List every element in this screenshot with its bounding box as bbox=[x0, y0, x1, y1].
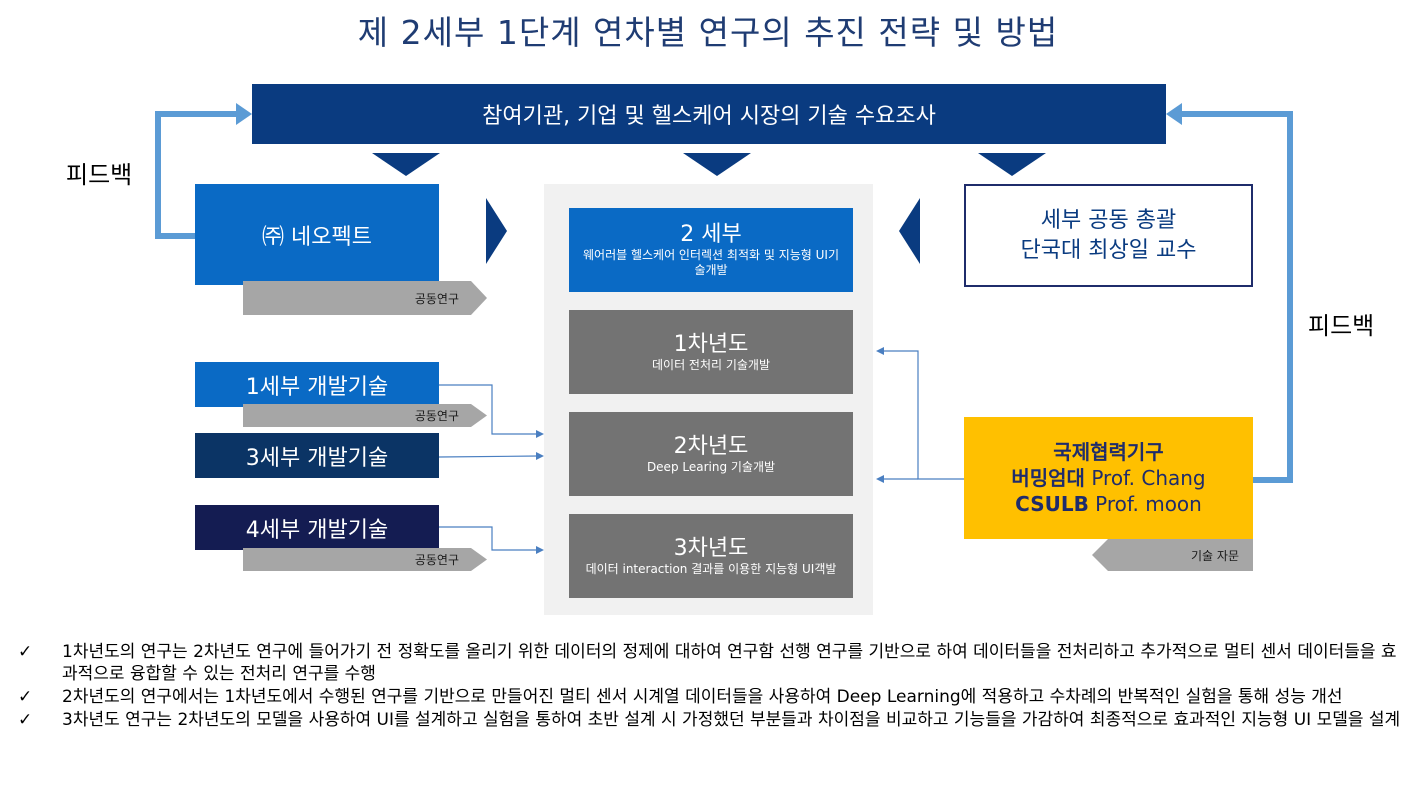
feedback-left-arrowhead bbox=[236, 103, 252, 125]
dev1-label: 1세부 개발기술 bbox=[245, 374, 389, 400]
connector-intl bbox=[883, 350, 964, 480]
note-item: ✓ 1차년도의 연구는 2차년도 연구에 들어가기 전 정확도를 올리기 위한 … bbox=[18, 641, 1408, 685]
intl-line2-rest: Prof. Chang bbox=[1084, 466, 1206, 490]
connector-dev3 bbox=[438, 455, 539, 458]
year2-subtitle: Deep Learing 기술개발 bbox=[646, 459, 776, 474]
detail2-box: 2 세부 웨어러블 헬스케어 인터렉션 최적화 및 지능형 UI기술개발 bbox=[569, 208, 853, 292]
intl-line1: 국제협력기구 bbox=[1053, 440, 1164, 464]
intl-line3-rest: Prof. moon bbox=[1088, 492, 1202, 516]
note-text: 1차년도의 연구는 2차년도 연구에 들어가기 전 정확도를 올리기 위한 데이… bbox=[62, 642, 1397, 684]
tech-advice-tag: 기술 자문 bbox=[1092, 539, 1253, 571]
year3-box: 3차년도 데이터 interaction 결과를 이용한 지능형 UI객발 bbox=[569, 514, 853, 598]
supervisor-box: 세부 공동 총괄 단국대 최상일 교수 bbox=[964, 184, 1253, 287]
feedback-right-arrowhead bbox=[1166, 103, 1182, 125]
joint-research-label: 공동연구 bbox=[414, 291, 459, 306]
check-icon: ✓ bbox=[18, 687, 33, 707]
year3-title: 3차년도 bbox=[673, 535, 749, 561]
down-chevron-right bbox=[978, 153, 1046, 176]
dev4-box: 4세부 개발기술 bbox=[195, 505, 439, 550]
dev3-box: 3세부 개발기술 bbox=[195, 433, 439, 478]
page-title: 제 2세부 1단계 연차별 연구의 추진 전략 및 방법 bbox=[357, 13, 1059, 52]
joint-research-tag-dev4: 공동연구 bbox=[243, 548, 487, 571]
down-chevron-center bbox=[683, 153, 751, 176]
intl-line3-bold: CSULB bbox=[1015, 492, 1089, 516]
supervisor-line1: 세부 공동 총괄 bbox=[1040, 207, 1177, 233]
note-item: ✓ 2차년도의 연구에서는 1차년도에서 수행된 연구를 기반으로 만들어진 멀… bbox=[18, 686, 1408, 708]
note-text: 2차년도의 연구에서는 1차년도에서 수행된 연구를 기반으로 만들어진 멀티 … bbox=[62, 687, 1343, 707]
demand-survey-banner: 참여기관, 기업 및 헬스케어 시장의 기술 수요조사 bbox=[252, 84, 1166, 144]
joint-research-tag-dev1: 공동연구 bbox=[243, 404, 487, 427]
feedback-left-label: 피드백 bbox=[66, 161, 133, 189]
dev4-label: 4세부 개발기술 bbox=[245, 517, 389, 543]
dev3-label: 3세부 개발기술 bbox=[245, 445, 389, 471]
feedback-right-label: 피드백 bbox=[1308, 312, 1375, 340]
left-chevron bbox=[899, 198, 920, 264]
year3-subtitle: 데이터 interaction 결과를 이용한 지능형 UI객발 bbox=[585, 561, 837, 576]
joint-research-tag-partner: 공동연구 bbox=[243, 281, 487, 315]
international-cooperation-box: 국제협력기구 버밍엄대 Prof. Chang CSULB Prof. moon bbox=[964, 417, 1253, 539]
notes-list: ✓ 1차년도의 연구는 2차년도 연구에 들어가기 전 정확도를 올리기 위한 … bbox=[18, 641, 1408, 732]
check-icon: ✓ bbox=[18, 710, 33, 730]
supervisor-line2: 단국대 최상일 교수 bbox=[1020, 237, 1197, 263]
check-icon: ✓ bbox=[18, 642, 33, 662]
joint-research-label: 공동연구 bbox=[414, 409, 459, 423]
connector-dev4 bbox=[439, 526, 538, 551]
detail2-subtitle: 웨어러블 헬스케어 인터렉션 최적화 및 지능형 UI기술개발 bbox=[582, 248, 839, 277]
dev1-box: 1세부 개발기술 bbox=[195, 362, 439, 407]
note-text: 3차년도 연구는 2차년도의 모델을 사용하여 UI를 설계하고 실험을 통하여… bbox=[62, 710, 1401, 730]
partner-label: ㈜ 네오펙트 bbox=[262, 224, 372, 250]
year1-title: 1차년도 bbox=[673, 331, 749, 357]
right-chevron bbox=[486, 198, 507, 264]
tech-advice-label: 기술 자문 bbox=[1191, 548, 1239, 563]
year1-box: 1차년도 데이터 전처리 기술개발 bbox=[569, 310, 853, 394]
note-item: ✓ 3차년도 연구는 2차년도의 모델을 사용하여 UI를 설계하고 실험을 통… bbox=[18, 709, 1408, 731]
partner-neofect-box: ㈜ 네오펙트 bbox=[195, 184, 439, 285]
year2-title: 2차년도 bbox=[673, 433, 749, 459]
year2-box: 2차년도 Deep Learing 기술개발 bbox=[569, 412, 853, 496]
intl-line2-bold: 버밍엄대 bbox=[1011, 466, 1085, 490]
down-chevron-left bbox=[372, 153, 440, 176]
joint-research-label: 공동연구 bbox=[414, 553, 459, 567]
year1-subtitle: 데이터 전처리 기술개발 bbox=[651, 357, 771, 372]
detail2-title: 2 세부 bbox=[680, 222, 742, 247]
